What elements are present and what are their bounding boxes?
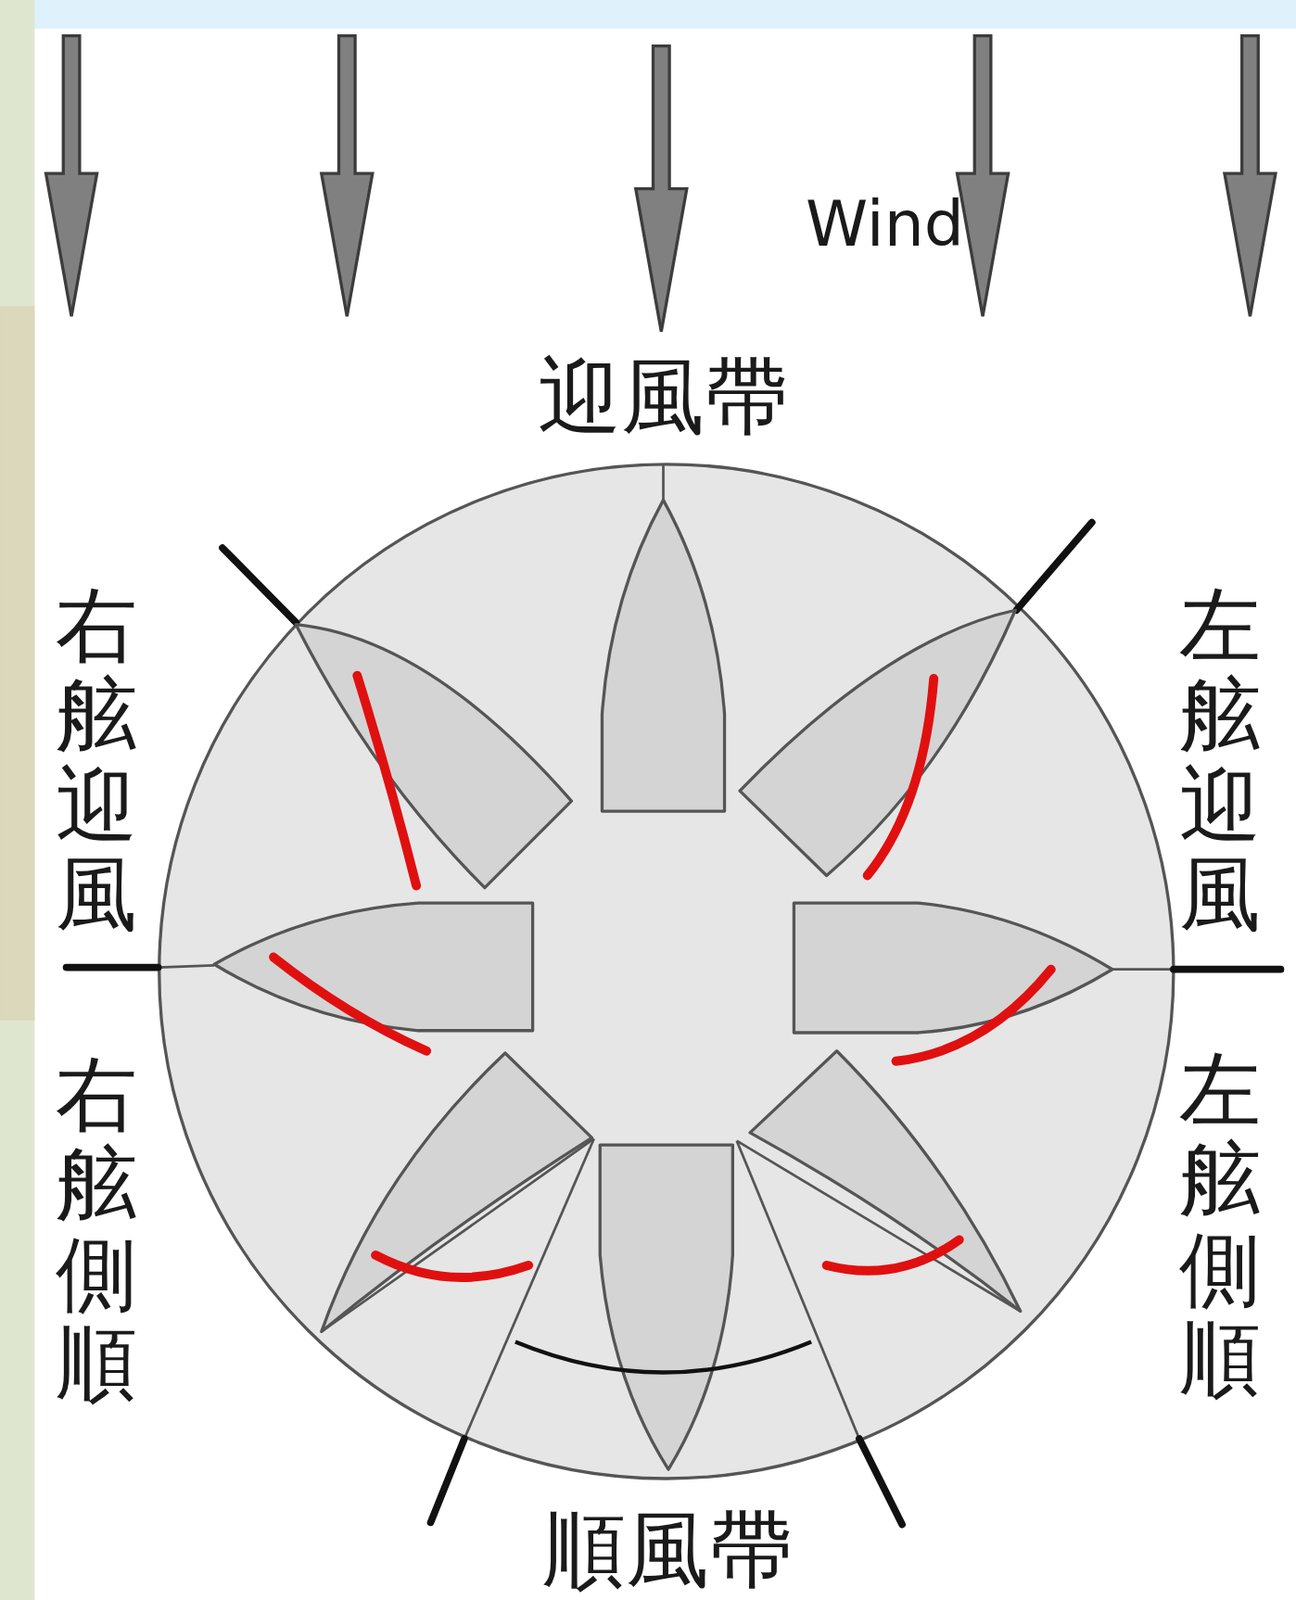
zone-label: 左舷側順 [1179,1045,1261,1405]
wind-arrow [957,36,1009,318]
boundary-tick [1173,965,1282,974]
sector-line [661,464,665,501]
wind-arrow [635,46,687,332]
boat-hull [295,624,572,889]
zone-label: 迎風帶 [537,350,788,443]
boundary-tick [222,547,296,623]
boundary-tick [859,1438,903,1525]
sail-arc [826,1239,960,1271]
boat-hull [739,609,1016,876]
top-band [0,0,1296,29]
sail-arc [867,678,935,876]
zone-label: 右舷迎風 [55,581,138,941]
sail-arc [273,957,427,1052]
boundary-tick [66,964,159,972]
sailing-circle [159,464,1174,1479]
zone-label: 右舷側順 [55,1050,138,1410]
sail-arc [895,969,1051,1062]
wind-arrow [321,36,373,318]
boat-hull [601,499,725,812]
sails [273,675,1052,1278]
sector-line [158,965,216,967]
run-sail-arc [515,1342,812,1373]
boat-hull [599,1144,733,1470]
sail-arc [356,675,417,887]
boundary-tick [1016,522,1092,611]
boat-hull [793,902,1112,1033]
boat-hull [321,1053,593,1333]
wind-label: Wind [805,190,965,260]
left-band [0,0,35,1600]
wind-arrow [46,36,98,318]
zone-label: 左舷迎風 [1179,581,1261,941]
boats [214,499,1113,1470]
wind-arrow [1224,36,1276,318]
boundary-tick [431,1438,465,1523]
sail-arc [375,1255,529,1278]
zone-label: 順風帶 [542,1503,793,1596]
wind-arrows [46,36,1276,332]
sector-line [1112,967,1174,971]
boat-hull [749,1051,1021,1312]
left-band-texture [0,305,35,1021]
boat-hull [214,902,533,1031]
